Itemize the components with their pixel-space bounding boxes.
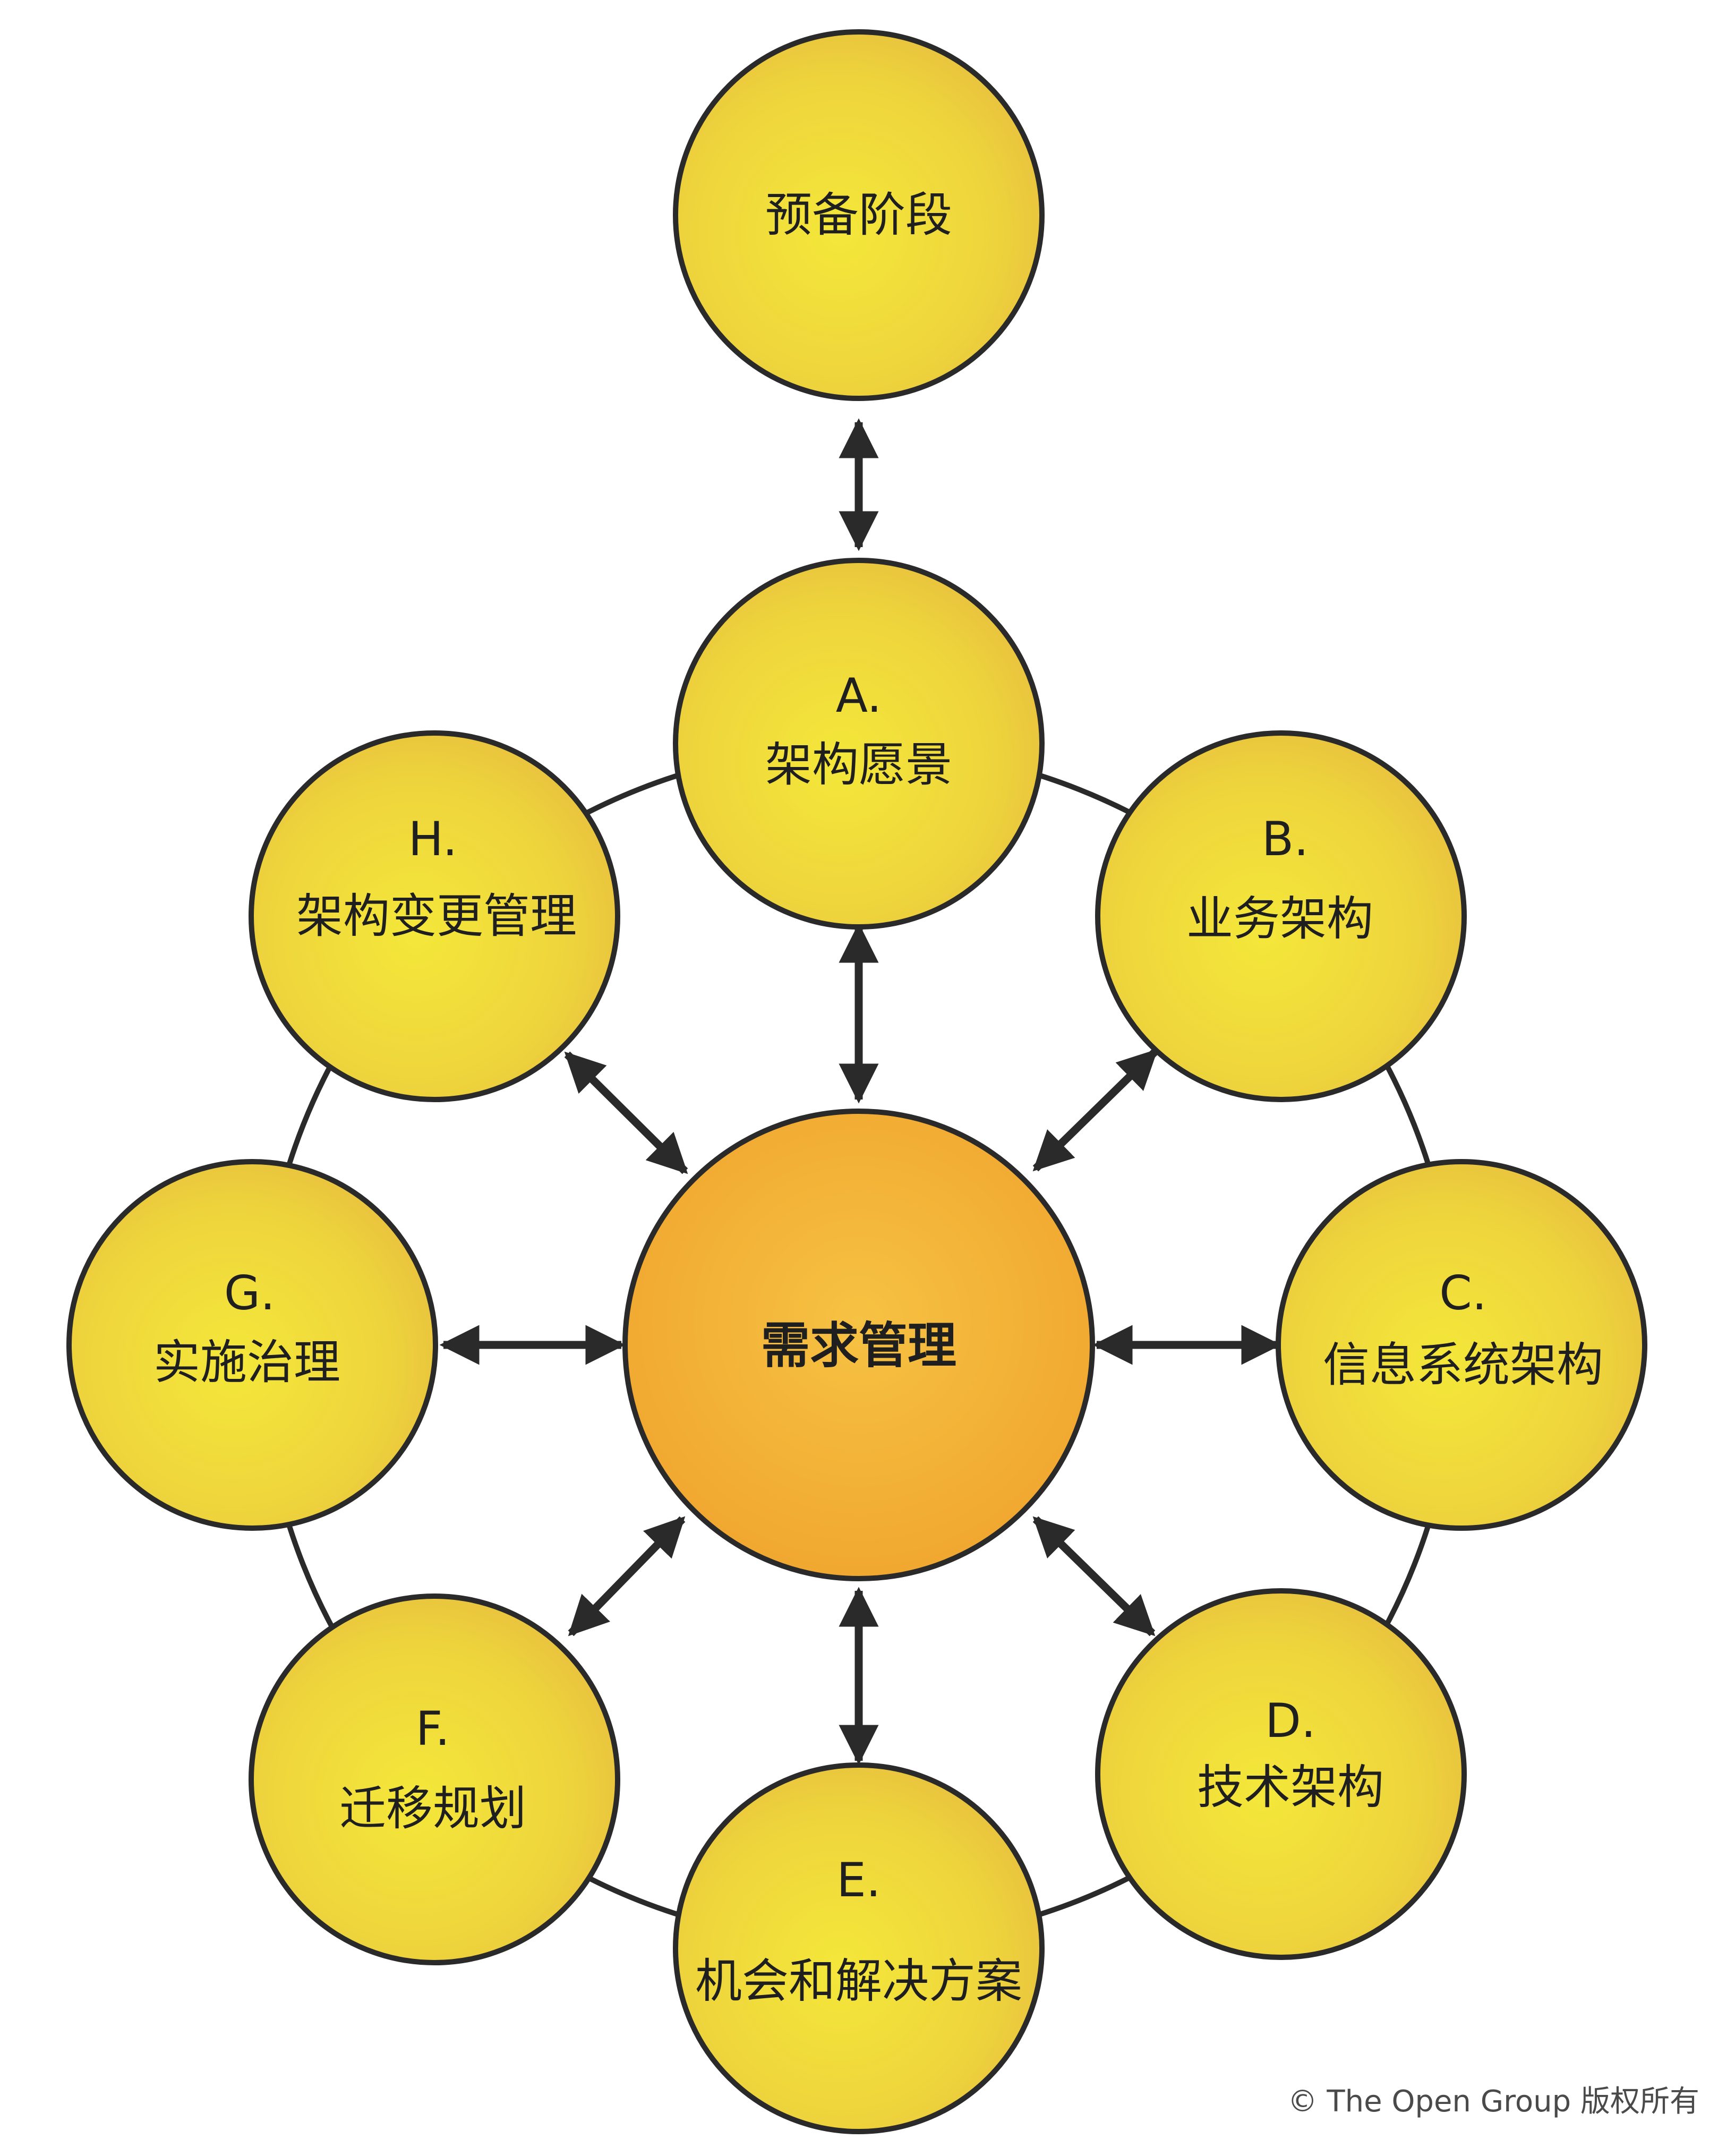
phase-e-title: 机会和解决方案 [695,1954,1022,2008]
phase-a-title: 架构愿景 [765,737,952,792]
arrows [439,418,1281,1765]
phase-f-title: 迁移规划 [339,1781,526,1836]
node-phase-d: D. 技术架构 [1095,1588,1467,1960]
arrow-center-d [1032,1516,1156,1637]
node-requirements-management: 需求管理 [622,1109,1095,1581]
copyright-text: © The Open Group 版权所有 [1288,2084,1699,2119]
phase-h-letter: H. [408,812,458,866]
phase-d-letter: D. [1265,1693,1316,1748]
node-preliminary: 预备阶段 [673,29,1045,401]
node-phase-a: A. 架构愿景 [673,558,1045,930]
node-phase-g: G. 实施治理 [66,1159,438,1531]
phase-b-letter: B. [1262,812,1309,866]
phase-h-title: 架构变更管理 [296,889,577,943]
phase-a-letter: A. [836,668,882,723]
node-phase-h: H. 架构变更管理 [249,730,620,1102]
phase-c-letter: C. [1439,1266,1486,1320]
node-phase-b: B. 业务架构 [1095,730,1467,1102]
node-phase-f: F. 迁移规划 [249,1593,620,1965]
phase-g-title: 实施治理 [153,1335,340,1390]
phase-e-letter: E. [836,1853,881,1907]
phase-g-letter: G. [224,1266,275,1320]
arrow-center-b [1032,1049,1158,1172]
preliminary-title: 预备阶段 [765,188,952,242]
phase-b-title: 业务架构 [1186,891,1373,946]
phase-c-title: 信息系统架构 [1323,1337,1603,1392]
node-phase-c: C. 信息系统架构 [1276,1159,1647,1531]
arrow-center-f [568,1516,686,1637]
center-title: 需求管理 [761,1317,956,1374]
node-phase-e: E. 机会和解决方案 [673,1762,1045,2134]
phase-d-title: 技术架构 [1197,1760,1384,1814]
arrow-center-h [564,1051,688,1174]
phase-f-letter: F. [416,1701,450,1756]
